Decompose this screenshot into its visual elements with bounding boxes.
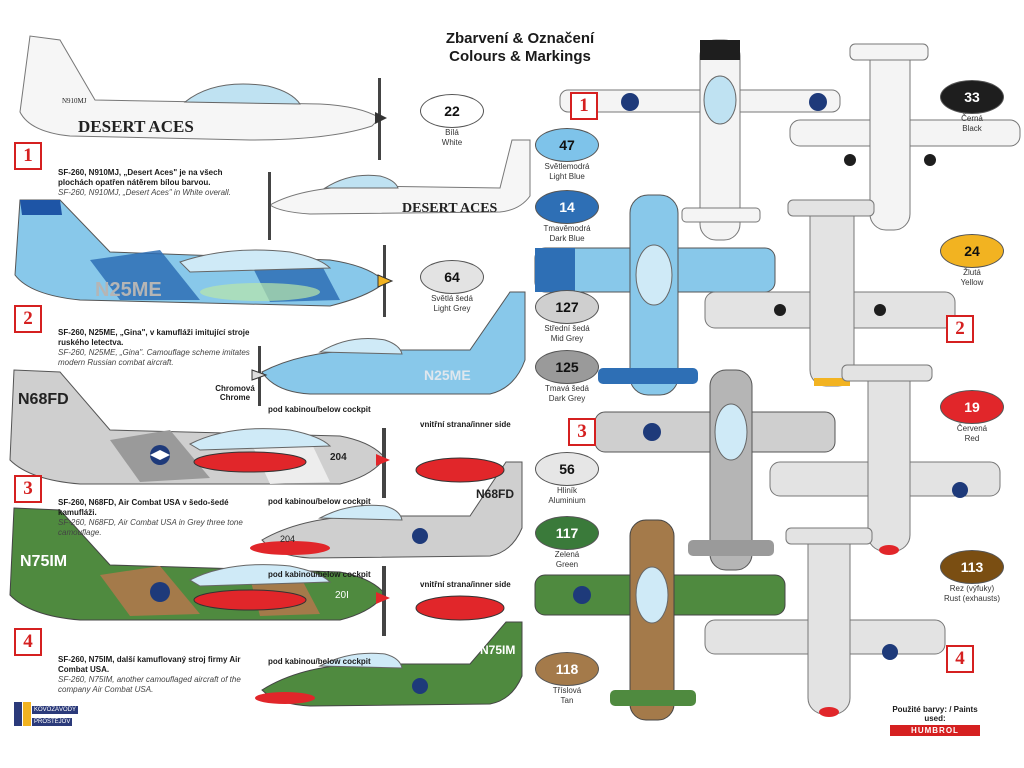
- scheme-badge-2: 2: [14, 305, 42, 333]
- side-view-air-combat-grey: N68FD 204: [9, 369, 390, 498]
- paint-swatch: 14: [535, 190, 599, 224]
- below-cockpit-label-4a: pod kabinou/below cockpit: [268, 570, 371, 579]
- below-cockpit-label-3a: pod kabinou/below cockpit: [268, 405, 371, 414]
- planform-grey-bottom: [769, 364, 1001, 555]
- paint-swatch: 19: [940, 390, 1004, 424]
- drop-tank-views: [415, 457, 505, 621]
- scheme-badge-1-planform: 1: [570, 92, 598, 120]
- svg-text:N25ME: N25ME: [95, 279, 162, 301]
- side-view-desert-aces-right: DESERT ACES: [268, 139, 531, 240]
- paint-swatch: 47: [535, 128, 599, 162]
- paint-swatch: 118: [535, 652, 599, 686]
- title-cz: Zbarvení & Označení: [445, 30, 595, 47]
- planform-grey-top: [594, 369, 836, 571]
- side-view-gina: N25ME: [14, 199, 394, 317]
- below-cockpit-label-4b: pod kabinou/below cockpit: [268, 657, 371, 666]
- scheme-badge-1: 1: [14, 142, 42, 170]
- svg-text:N68FD: N68FD: [18, 391, 69, 408]
- planform-desert-aces-bottom: [789, 43, 1021, 231]
- page-title: Zbarvení & Označení Colours & Markings: [420, 30, 620, 66]
- svg-text:20I: 20I: [335, 590, 349, 601]
- paint-swatch: 24: [940, 234, 1004, 268]
- scheme-badge-4-planform: 4: [946, 645, 974, 673]
- paint-swatch: 33: [940, 80, 1004, 114]
- scheme-desc-1: SF-260, N910MJ, „Desert Aces" je na všec…: [58, 168, 231, 197]
- paint-swatch: 113: [940, 550, 1004, 584]
- scheme-badge-3-planform: 3: [568, 418, 596, 446]
- paints-used: Použité barvy: / Paints used: HUMBROL: [890, 705, 980, 736]
- scheme-badge-2-planform: 2: [946, 315, 974, 343]
- scheme-badge-3: 3: [14, 475, 42, 503]
- kovozavody-logo: KOVOZÁVODY PROSTĚJOV: [14, 700, 79, 734]
- side-view-air-combat-grey-right: N68FD 204: [250, 461, 523, 559]
- svg-text:204: 204: [280, 534, 295, 544]
- humbrol-logo: HUMBROL: [890, 725, 980, 736]
- scheme-badge-4: 4: [14, 628, 42, 656]
- scheme-desc-3: SF-260, N68FD, Air Combat USA v šedo-šed…: [58, 498, 243, 537]
- planform-gina-bottom: [704, 199, 956, 387]
- planform-camo-top: [534, 519, 786, 721]
- svg-text:DESERT ACES: DESERT ACES: [402, 201, 498, 216]
- svg-text:N25ME: N25ME: [424, 367, 471, 383]
- scheme-desc-4: SF-260, N75IM, další kamuflovaný stroj f…: [58, 655, 241, 694]
- svg-text:N910MJ: N910MJ: [62, 97, 87, 105]
- below-cockpit-label-3b: pod kabinou/below cockpit: [268, 497, 371, 506]
- svg-text:N75IM: N75IM: [20, 553, 67, 570]
- paint-swatch: 127: [535, 290, 599, 324]
- svg-text:N75IM: N75IM: [480, 643, 515, 657]
- paint-swatch: 56: [535, 452, 599, 486]
- inner-side-label-3: vnitřní strana/inner side: [420, 420, 511, 429]
- svg-text:204: 204: [330, 452, 347, 463]
- planform-desert-aces-top: [559, 39, 841, 241]
- paint-swatch: 125: [535, 350, 599, 384]
- planform-gina-top: [534, 194, 776, 396]
- svg-text:N68FD: N68FD: [476, 487, 514, 501]
- side-view-desert-aces: DESERT ACES N910MJ: [19, 35, 387, 160]
- scheme-desc-2: SF-260, N25ME, „Gina", v kamufláži imitu…: [58, 328, 250, 367]
- side-view-gina-right: N25ME: [251, 291, 526, 406]
- kp-logo-icon: [14, 702, 31, 726]
- inner-side-label-4: vnitřní strana/inner side: [420, 580, 511, 589]
- desert-aces-marking: DESERT ACES: [78, 117, 194, 136]
- title-en: Colours & Markings: [449, 48, 591, 65]
- side-view-air-combat-camo: N75IM 20I: [9, 507, 390, 636]
- paint-swatch: 117: [535, 516, 599, 550]
- planform-camo-bottom: [704, 527, 946, 717]
- paint-swatch: 64: [420, 260, 484, 294]
- paint-113: 113 Rez (výfuky)Rust (exhausts): [940, 550, 1004, 604]
- paint-swatch: 22: [420, 94, 484, 128]
- side-view-air-combat-camo-right: N75IM: [255, 621, 523, 707]
